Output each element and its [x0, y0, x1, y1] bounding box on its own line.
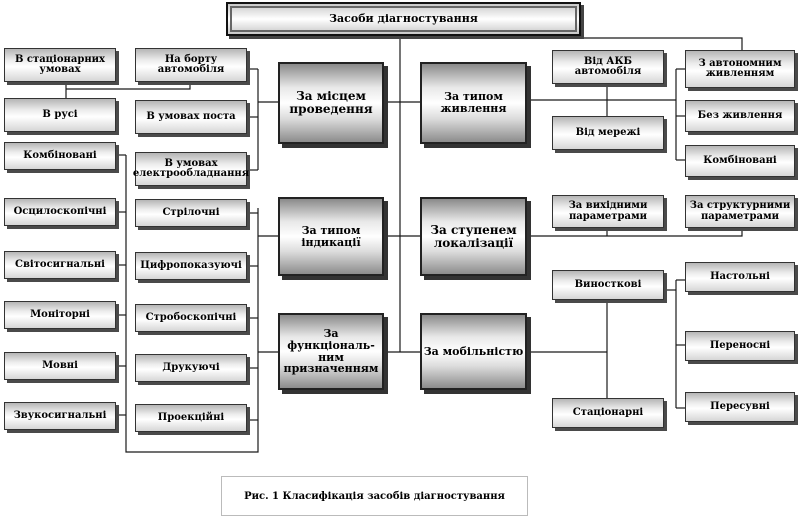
- power-item-autonomous: З автономним живленням: [685, 50, 795, 88]
- category-by-place: За місцем проведення: [278, 62, 384, 144]
- function-item-light-signal: Світосигнальні: [4, 251, 116, 279]
- function-item-sound-signal: Звукосигнальні: [4, 402, 116, 430]
- mobility-item-portable-group: Виносткові: [552, 270, 664, 300]
- indication-item-stroboscopic: Стробоскопічні: [135, 304, 247, 332]
- indication-item-projection: Проекційні: [135, 404, 247, 432]
- function-item-combined: Комбіновані: [4, 142, 116, 170]
- mobility-subitem-mobile: Пересувні: [685, 392, 795, 422]
- category-by-localization: За ступенем локалізації: [420, 197, 527, 276]
- power-item-battery: Від АКБ автомобіля: [552, 50, 664, 84]
- place-item-onboard: На борту автомобіля: [135, 48, 247, 82]
- mobility-item-stationary: Стаціонарні: [552, 398, 664, 428]
- indication-item-printing: Друкуючі: [135, 354, 247, 382]
- category-by-power: За типом живлення: [420, 62, 527, 144]
- power-item-none: Без живлення: [685, 100, 795, 132]
- power-item-combined: Комбіновані: [685, 145, 795, 177]
- place-item-electrical: В умовах електрообладнання: [133, 152, 249, 186]
- localization-item-output-params: За вихідними параметрами: [552, 195, 664, 228]
- function-item-monitor: Моніторні: [4, 301, 116, 329]
- place-item-in-motion: В русі: [4, 98, 116, 132]
- function-item-oscilloscope: Осцилоскопічні: [4, 198, 116, 226]
- indication-item-pointer: Стрілочні: [135, 199, 247, 227]
- power-item-mains: Від мережі: [552, 116, 664, 150]
- localization-item-structural-params: За структурними параметрами: [685, 195, 795, 228]
- category-by-mobility: За мобільністю: [420, 313, 527, 390]
- mobility-subitem-portable: Переносні: [685, 331, 795, 361]
- place-item-post: В умовах поста: [135, 100, 247, 134]
- category-by-indication: За типом індикації: [278, 197, 384, 276]
- function-item-voice: Мовні: [4, 352, 116, 380]
- indication-item-digital: Цифропоказуючі: [135, 252, 247, 280]
- category-by-function: За функціональ-ним призначенням: [278, 313, 384, 390]
- place-item-stationary: В стаціонарних умовах: [4, 48, 116, 82]
- root-node: Засоби діагностування: [226, 2, 581, 36]
- mobility-subitem-desktop: Настольні: [685, 262, 795, 292]
- figure-caption: Рис. 1 Класифікація засобів діагностуван…: [221, 476, 528, 516]
